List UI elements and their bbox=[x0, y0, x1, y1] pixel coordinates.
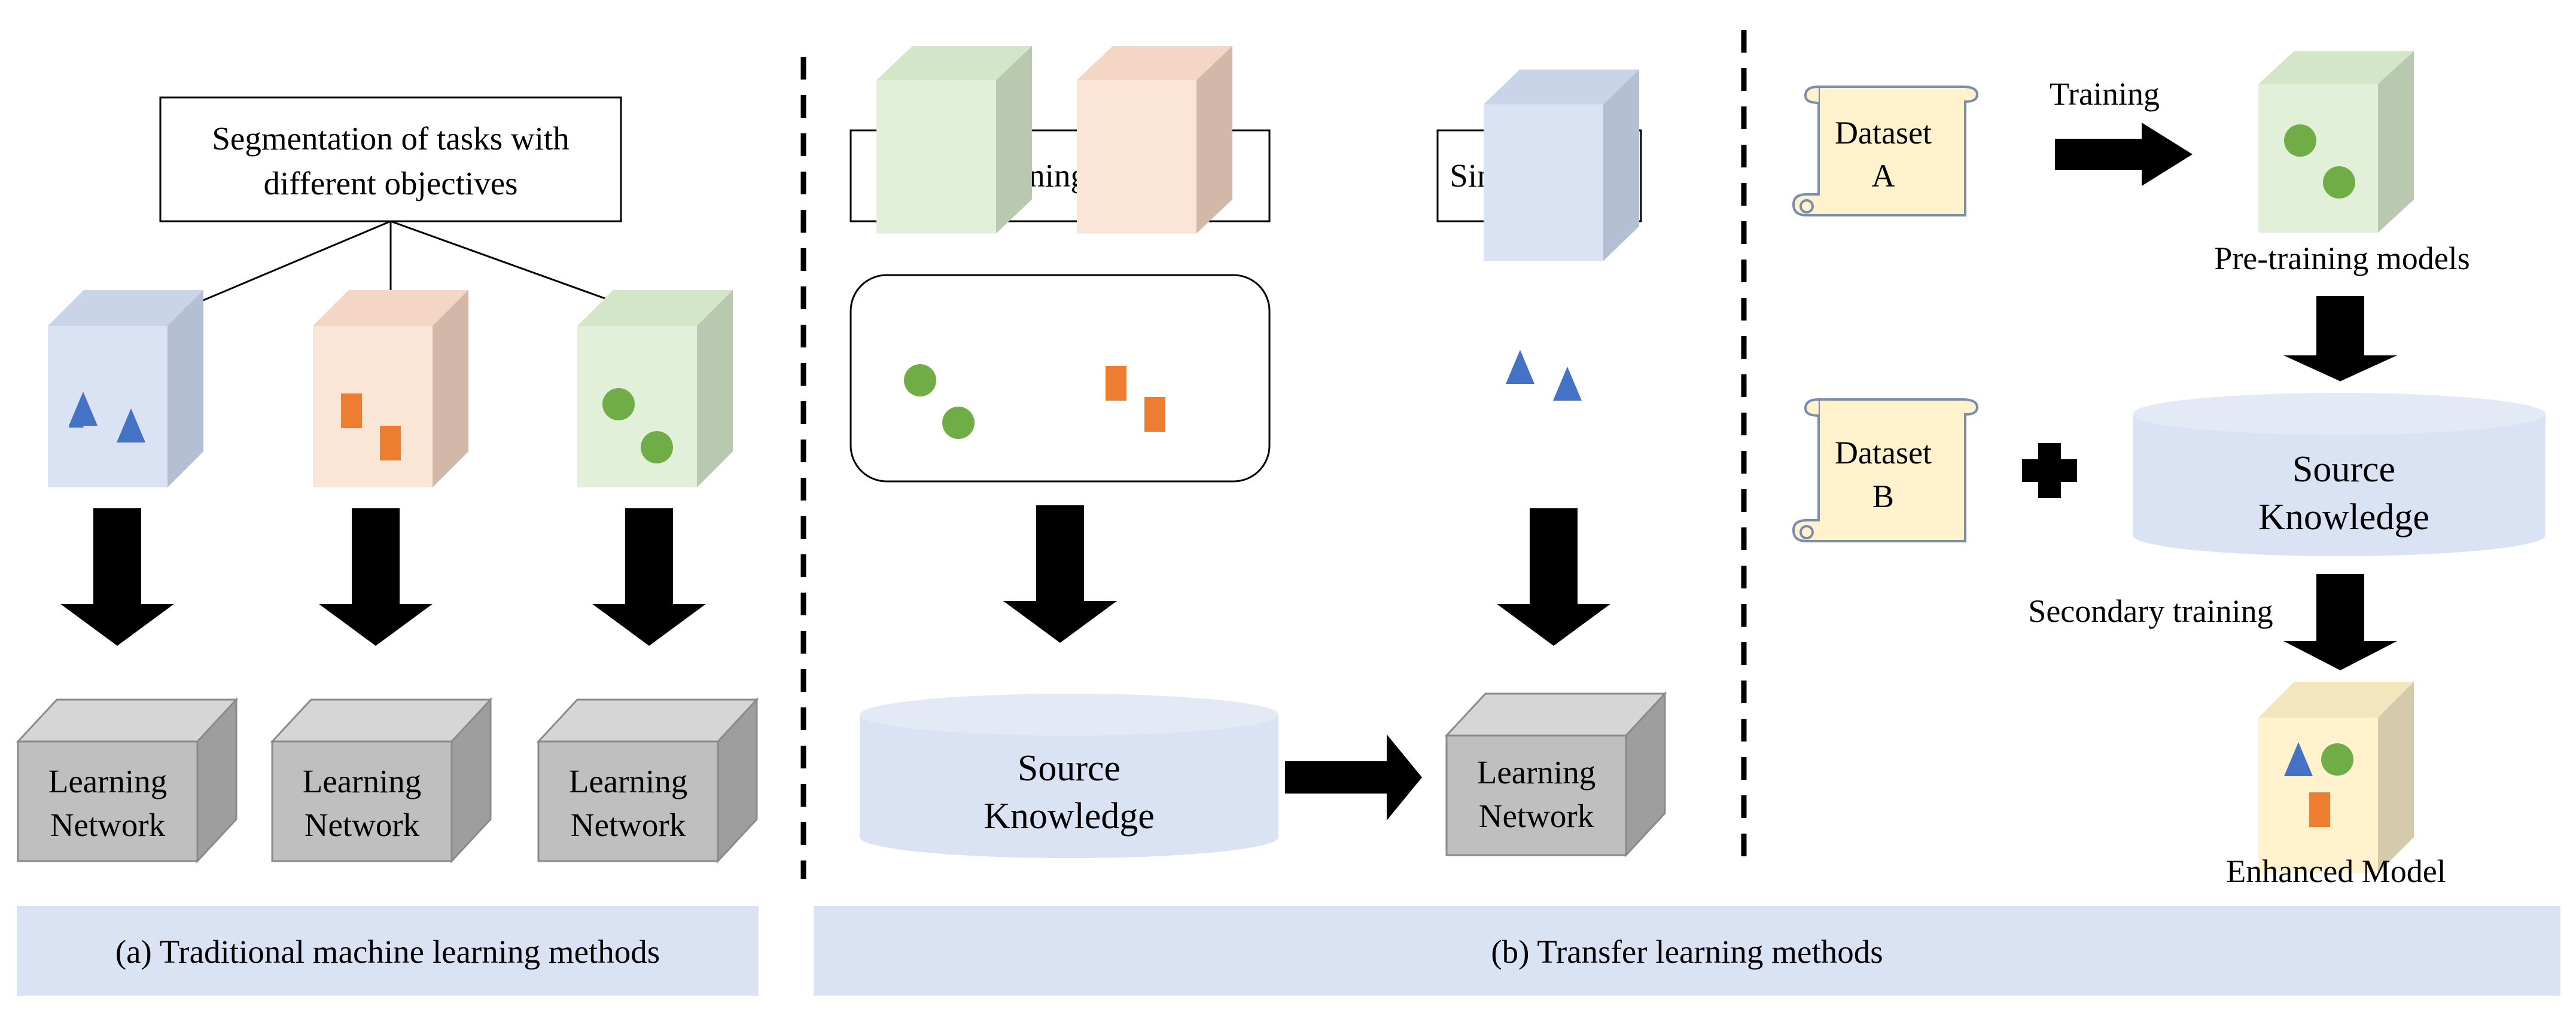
circle-shape bbox=[641, 431, 673, 463]
down-arrow-a3 bbox=[592, 508, 706, 646]
source-knowledge-c: Source Knowledge bbox=[2133, 393, 2545, 556]
circle-shape bbox=[2323, 166, 2355, 199]
down-arrow-b1 bbox=[1003, 505, 1117, 643]
enhanced-model-label: Enhanced Model bbox=[2226, 853, 2446, 889]
caption-bar-a bbox=[17, 906, 759, 996]
square-shape bbox=[341, 393, 362, 428]
right-arrow-b bbox=[1285, 734, 1422, 820]
triangle-shape bbox=[2284, 742, 2313, 776]
task-segmentation-line1: Segmentation of tasks with bbox=[212, 120, 569, 157]
down-arrow-a2 bbox=[319, 508, 433, 646]
similar-task-blue-cube bbox=[1484, 69, 1639, 401]
learning-network-b-line1: Learning bbox=[1477, 754, 1596, 791]
caption-bar-b bbox=[814, 906, 2560, 996]
dataset-a-line1: Dataset bbox=[1835, 115, 1932, 151]
square-shape bbox=[380, 426, 401, 460]
circle-shape bbox=[2321, 743, 2353, 776]
training-label: Training bbox=[2050, 76, 2160, 112]
caption-b: (b) Transfer learning methods bbox=[1491, 933, 1883, 970]
dataset-b-line2: B bbox=[1872, 478, 1894, 514]
learning-network-1: Learning Network bbox=[17, 698, 237, 862]
down-arrow-c2 bbox=[2283, 574, 2397, 670]
dataset-a-scroll-icon: Dataset A bbox=[1792, 86, 1979, 216]
pretrained-orange-cube bbox=[1077, 46, 1232, 432]
training-arrow bbox=[2055, 123, 2193, 186]
dataset-a-line2: A bbox=[1872, 158, 1895, 194]
task-segmentation-box bbox=[159, 96, 622, 222]
source-knowledge-b-line1: Source bbox=[1018, 748, 1120, 789]
secondary-training-label: Secondary training bbox=[2028, 593, 2273, 629]
triangle-shape bbox=[1553, 367, 1582, 401]
source-knowledge-c-line1: Source bbox=[2292, 449, 2395, 490]
learning-network-2-line2: Network bbox=[305, 807, 420, 843]
pretraining-models-c-label: Pre-training models bbox=[2214, 240, 2470, 276]
down-arrow-a1 bbox=[60, 508, 174, 646]
caption-a: (a) Traditional machine learning methods bbox=[115, 933, 660, 970]
learning-network-1-line2: Network bbox=[50, 807, 166, 843]
pretraining-green-cube bbox=[2258, 51, 2414, 233]
square-shape bbox=[1144, 397, 1165, 432]
triangle-shape bbox=[1506, 350, 1534, 384]
learning-network-3-line2: Network bbox=[571, 807, 686, 843]
learning-network-1-line1: Learning bbox=[48, 763, 168, 800]
dataset-b-line1: Dataset bbox=[1835, 435, 1932, 471]
task-segmentation-line2: different objectives bbox=[263, 165, 517, 202]
square-shape bbox=[2309, 792, 2330, 827]
blue-task-cube bbox=[48, 290, 203, 487]
panel-c: Dataset A Training Pre-training models D… bbox=[1792, 51, 2545, 889]
circle-shape bbox=[904, 364, 936, 396]
learning-network-3-line1: Learning bbox=[569, 763, 688, 800]
source-knowledge-c-line2: Knowledge bbox=[2258, 497, 2429, 538]
circle-shape bbox=[2284, 124, 2316, 157]
source-knowledge-b-line2: Knowledge bbox=[983, 796, 1155, 837]
pretrained-green-cube bbox=[876, 46, 1032, 439]
down-arrow-b2 bbox=[1497, 508, 1610, 646]
down-arrow-c1 bbox=[2283, 296, 2397, 382]
dataset-b-scroll-icon: Dataset B bbox=[1792, 398, 1979, 542]
triangle-shape bbox=[117, 408, 145, 443]
learning-network-2-line1: Learning bbox=[303, 763, 422, 800]
learning-network-2: Learning Network bbox=[271, 698, 492, 862]
learning-network-3: Learning Network bbox=[537, 698, 758, 862]
panel-a: Segmentation of tasks with different obj… bbox=[17, 96, 759, 996]
orange-task-cube bbox=[313, 290, 468, 487]
green-task-cube bbox=[577, 290, 733, 487]
plus-icon bbox=[2022, 443, 2077, 498]
panel-b: Pre-training models Source Knowledge Sim… bbox=[849, 46, 1666, 858]
enhanced-model-cube bbox=[2258, 682, 2414, 873]
square-shape bbox=[1106, 366, 1126, 401]
triangle-shape bbox=[69, 392, 98, 426]
learning-network-b: Learning Network bbox=[1445, 692, 1666, 856]
source-knowledge-b: Source Knowledge bbox=[860, 694, 1278, 858]
learning-network-b-line2: Network bbox=[1479, 798, 1594, 834]
circle-shape bbox=[942, 407, 975, 439]
circle-shape bbox=[602, 388, 635, 420]
